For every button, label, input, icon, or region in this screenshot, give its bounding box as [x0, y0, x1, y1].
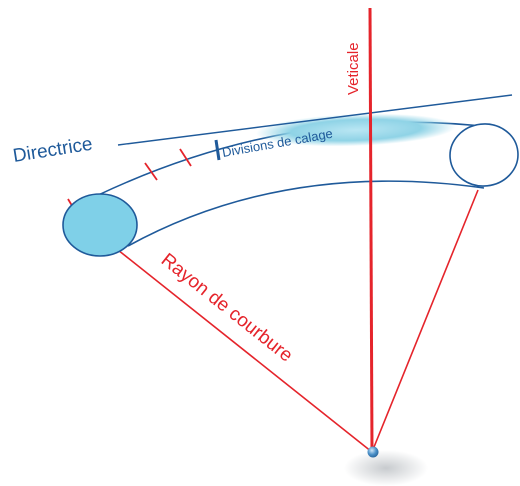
radius-line-left	[117, 249, 373, 453]
radius-line-right	[371, 189, 479, 453]
pivot-point	[367, 446, 379, 458]
end-cap-left	[62, 193, 138, 257]
vial-tube-bottom-edge	[127, 180, 485, 247]
end-cap-right	[449, 123, 519, 187]
vertical-line	[368, 7, 374, 453]
directrice-label: Directrice	[11, 134, 94, 167]
division-mark	[179, 148, 192, 167]
division-mark	[144, 162, 158, 181]
verticale-label: Veticale	[345, 42, 362, 95]
calibration-division	[214, 139, 221, 161]
rayon-label: Rayon de courbure	[157, 249, 297, 366]
pivot-shadow	[344, 450, 428, 486]
directrice-line	[117, 94, 513, 146]
vial-tube	[68, 122, 498, 246]
